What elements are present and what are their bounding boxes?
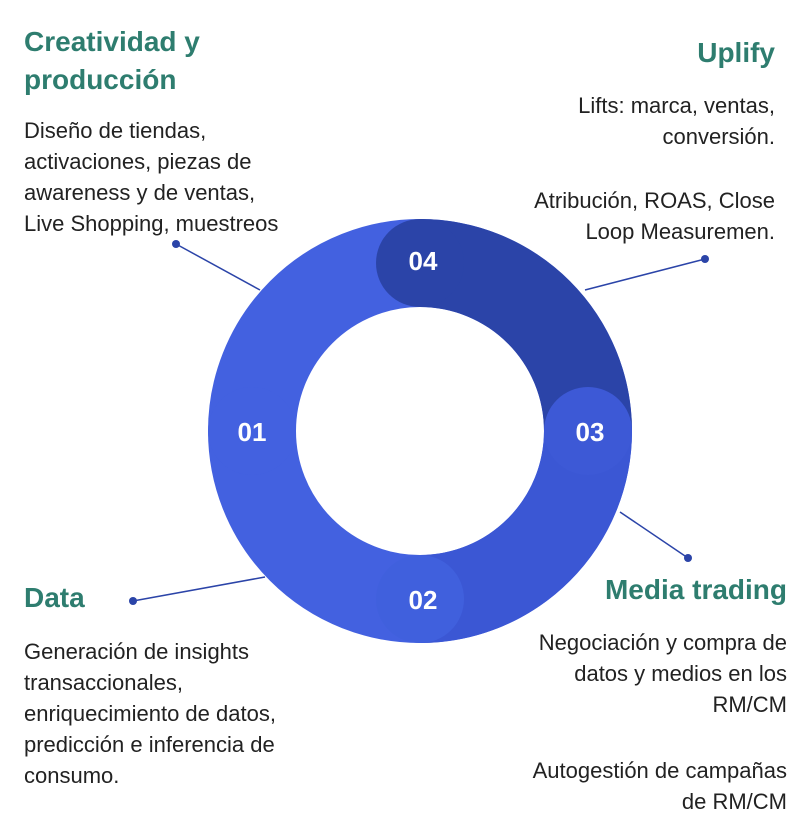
connector-uplify xyxy=(584,258,706,291)
cap-02 xyxy=(376,555,464,643)
data-line: consumo. xyxy=(24,763,120,788)
media-trading-description: Negociación y compra de datos y medios e… xyxy=(539,627,787,720)
uplify-description-2: Atribución, ROAS, Close Loop Measuremen. xyxy=(534,185,775,247)
uplify-line: Lifts: marca, ventas, xyxy=(578,93,775,118)
data-line: transaccionales, xyxy=(24,670,183,695)
connector-dot-uplify xyxy=(701,255,709,263)
media-trading-line: Autogestión de campañas xyxy=(532,758,787,783)
data-description: Generación de insights transaccionales, … xyxy=(24,636,276,791)
connector-data xyxy=(132,576,266,602)
data-line: enriquecimiento de datos, xyxy=(24,701,276,726)
media-trading-line: RM/CM xyxy=(712,692,787,717)
uplify-description: Lifts: marca, ventas, conversión. xyxy=(578,90,775,152)
ring-segment-04 xyxy=(420,219,632,431)
creatividad-line: activaciones, piezas de xyxy=(24,149,252,174)
cap-03 xyxy=(544,387,632,475)
creatividad-line: awareness y de ventas, xyxy=(24,180,256,205)
creatividad-title-line: producción xyxy=(24,64,177,95)
media-trading-title: Media trading xyxy=(604,574,787,605)
step-number-01: 01 xyxy=(238,417,267,447)
connector-creatividad xyxy=(175,243,261,291)
uplify-line: Loop Measuremen. xyxy=(585,219,775,244)
ring-segment-03 xyxy=(420,431,632,643)
cap-01 xyxy=(208,387,296,475)
data-title: Data xyxy=(24,582,85,613)
uplify-title: Uplify xyxy=(697,37,775,68)
connector-dot-creatividad xyxy=(172,240,180,248)
media-trading-description-2: Autogestión de campañas de RM/CM xyxy=(533,755,787,817)
uplify-line: Atribución, ROAS, Close xyxy=(534,188,775,213)
step-number-02: 02 xyxy=(409,585,438,615)
connector-dot-data xyxy=(129,597,137,605)
connector-media-trading xyxy=(619,511,689,559)
step-number-04: 04 xyxy=(409,246,438,276)
uplify-line: conversión. xyxy=(662,124,775,149)
cap-04 xyxy=(376,219,464,307)
creatividad-title: Creatividad y producción xyxy=(24,23,200,99)
data-line: Generación de insights xyxy=(24,639,250,664)
creatividad-title-line: Creatividad y xyxy=(24,26,200,57)
creatividad-line: Diseño de tiendas, xyxy=(24,118,207,143)
step-number-03: 03 xyxy=(576,417,605,447)
creatividad-description: Diseño de tiendas, activaciones, piezas … xyxy=(24,115,278,239)
connector-dot-media-trading xyxy=(684,554,692,562)
media-trading-line: de RM/CM xyxy=(681,789,787,814)
data-line: predicción e inferencia de xyxy=(24,732,275,757)
media-trading-line: datos y medios en los xyxy=(574,661,787,686)
creatividad-line: Live Shopping, muestreos xyxy=(24,211,279,236)
media-trading-line: Negociación y compra de xyxy=(538,630,787,655)
